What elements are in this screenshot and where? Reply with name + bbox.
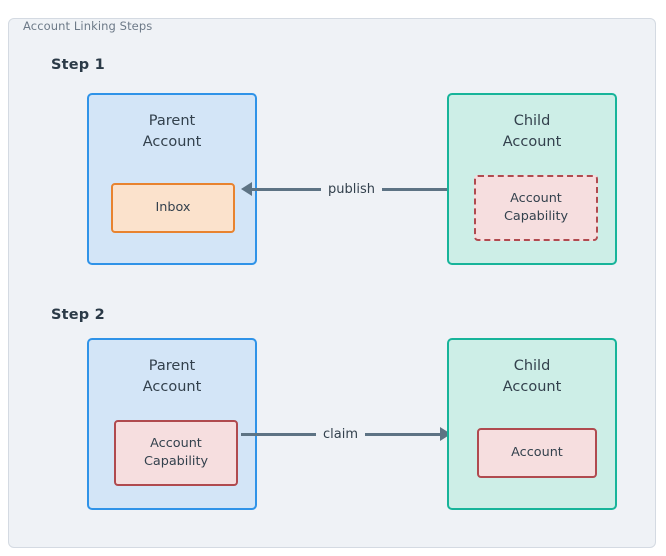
edge-line-left-segment [252,187,322,191]
step-section-1: Step 1 Parent Account Inbox publish Chil… [9,37,657,287]
edge-line-right-segment [382,187,452,191]
edge-publish: publish [241,178,452,200]
edge-line-left-segment [241,432,316,436]
step-title-2: Step 2 [51,307,105,323]
edge-label-claim: claim [323,426,359,442]
account-capability-box-step1[interactable]: Account Capability [474,175,598,241]
parent-account-label-step1: Parent Account [89,111,255,153]
account-capability-label-line2: Capability [503,209,569,224]
account-label: Account [511,445,563,460]
parent-account-box-step2[interactable]: Parent Account Account Capability [87,338,257,510]
child-account-label-line1: Child [513,113,551,129]
child-account-label-line1: Child [513,358,551,374]
account-capability-box-step2[interactable]: Account Capability [114,420,238,486]
parent-account-label-line2: Account [142,379,202,395]
arrowhead-left-icon [241,182,252,196]
parent-account-box-step1[interactable]: Parent Account Inbox [87,93,257,265]
child-account-label-step2: Child Account [449,356,615,398]
child-account-label-line2: Account [502,379,562,395]
child-account-label-line2: Account [502,134,562,150]
diagram-caption: Account Linking Steps [23,19,153,33]
step-title-1: Step 1 [51,57,105,73]
child-account-box-step2[interactable]: Child Account Account [447,338,617,510]
edge-label-publish: publish [328,181,375,197]
diagram-frame: Account Linking Steps Step 1 Parent Acco… [8,18,656,548]
account-capability-label-line1: Account [150,436,202,451]
step-section-2: Step 2 Parent Account Account Capability… [9,287,657,537]
parent-account-label-line2: Account [142,134,202,150]
edge-line-right-segment [365,432,441,436]
account-box-step2[interactable]: Account [477,428,597,478]
edge-claim: claim [241,423,452,445]
parent-account-label-step2: Parent Account [89,356,255,398]
inbox-label: Inbox [155,200,191,215]
parent-account-label-line1: Parent [148,113,196,129]
parent-account-label-line1: Parent [148,358,196,374]
child-account-label-step1: Child Account [449,111,615,153]
account-capability-label-line1: Account [510,191,562,206]
inbox-box-step1[interactable]: Inbox [111,183,235,233]
arrowhead-right-icon [440,427,452,441]
child-account-box-step1[interactable]: Child Account Account Capability [447,93,617,265]
account-capability-label-line2: Capability [143,454,209,469]
